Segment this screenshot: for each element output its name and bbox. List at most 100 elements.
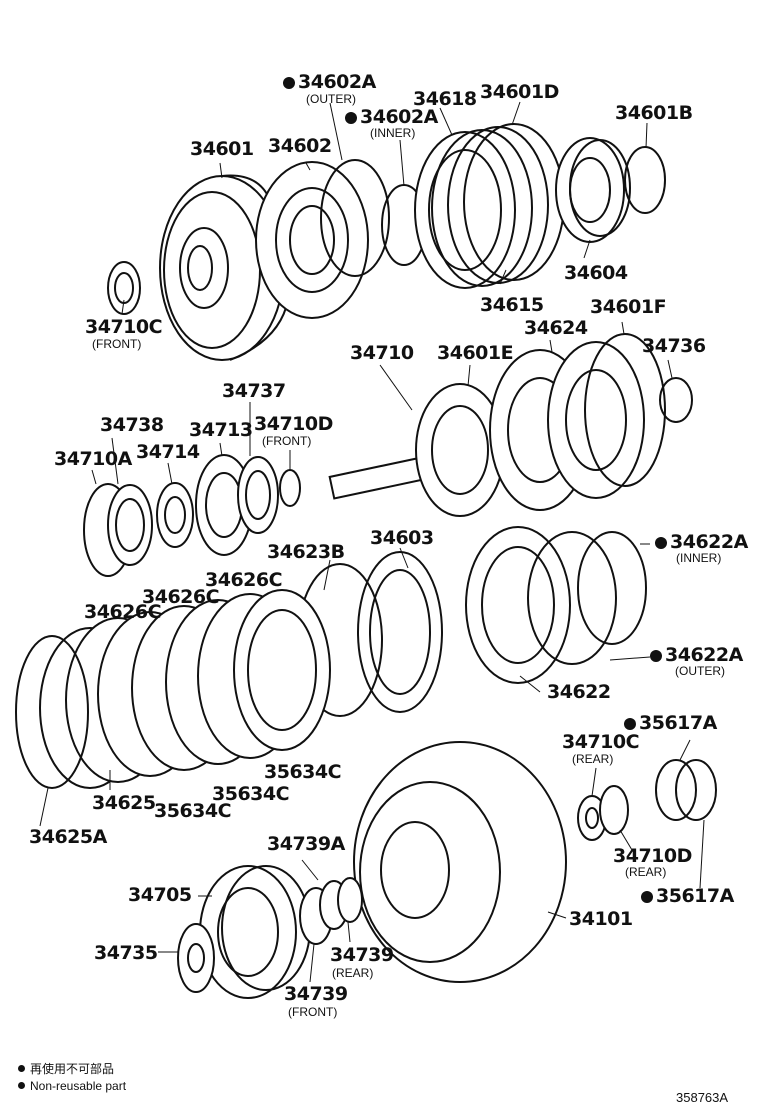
o-ring-34602A-outer bbox=[320, 159, 390, 277]
label-34601B: 34601B bbox=[615, 102, 693, 124]
label-34626C-c: 34626C bbox=[84, 601, 162, 623]
label-34739-rear-sub: (REAR) bbox=[332, 966, 374, 980]
one-way-clutch-34705 bbox=[199, 865, 311, 999]
part-number: 34602A bbox=[360, 106, 438, 128]
label-34601F: 34601F bbox=[590, 296, 667, 318]
bearing-34739-rear bbox=[337, 877, 363, 923]
non-reusable-dot-icon bbox=[345, 112, 357, 124]
snap-ring-34601B bbox=[624, 146, 666, 214]
non-reusable-dot-icon bbox=[650, 650, 662, 662]
label-34602: 34602 bbox=[268, 135, 332, 157]
label-34705: 34705 bbox=[128, 884, 192, 906]
part-number: 34622A bbox=[670, 531, 748, 553]
label-34713: 34713 bbox=[189, 419, 253, 441]
label-34622A-outer-sub: (OUTER) bbox=[675, 664, 725, 678]
shaft-34710 bbox=[328, 341, 645, 517]
label-34710C-front-sub: (FRONT) bbox=[92, 337, 142, 351]
label-34622: 34622 bbox=[547, 681, 611, 703]
label-34737: 34737 bbox=[222, 380, 286, 402]
label-34710D-rear-sub: (REAR) bbox=[625, 865, 667, 879]
non-reusable-dot-icon bbox=[624, 718, 636, 730]
legend-en-text: Non-reusable part bbox=[30, 1079, 127, 1093]
piston-34602 bbox=[255, 161, 369, 319]
part-number: 35617A bbox=[656, 885, 734, 907]
label-34736: 34736 bbox=[642, 335, 706, 357]
label-34618: 34618 bbox=[413, 88, 477, 110]
label-34626C-a: 34626C bbox=[205, 569, 283, 591]
part-number: 35617A bbox=[639, 712, 717, 734]
label-34739-rear: 34739 bbox=[330, 944, 394, 966]
label-34601E: 34601E bbox=[437, 342, 514, 364]
part-number: 34602A bbox=[298, 71, 376, 93]
leader-lines bbox=[39, 101, 705, 983]
label-34623B: 34623B bbox=[267, 541, 345, 563]
thrust-washer-34710D-front bbox=[279, 469, 301, 507]
label-34603: 34603 bbox=[370, 527, 434, 549]
snap-ring-34625A bbox=[15, 635, 89, 789]
label-34625: 34625 bbox=[92, 792, 156, 814]
brake-plate-stack bbox=[39, 589, 331, 789]
label-34602A-outer: 34602A bbox=[283, 73, 376, 92]
gear-34737 bbox=[237, 456, 279, 534]
label-34602A-outer-sub: (OUTER) bbox=[306, 92, 356, 106]
non-reusable-dot-icon bbox=[641, 891, 653, 903]
label-34622A-inner: 34622A bbox=[655, 533, 748, 552]
label-35634C-a: 35634C bbox=[264, 761, 342, 783]
label-34739A: 34739A bbox=[267, 833, 345, 855]
label-35617A-bottom: 35617A bbox=[641, 887, 734, 906]
legend-jp-text: 再使用不可部品 bbox=[30, 1062, 115, 1076]
label-34710A: 34710A bbox=[54, 448, 132, 470]
label-34735: 34735 bbox=[94, 942, 158, 964]
label-34626C-b: 34626C bbox=[142, 586, 220, 608]
label-34625A: 34625A bbox=[29, 826, 107, 848]
race-34738 bbox=[107, 484, 153, 566]
non-reusable-dot-icon bbox=[283, 77, 295, 89]
label-34739-front: 34739 bbox=[284, 983, 348, 1005]
o-ring-34622A-inner bbox=[577, 531, 647, 645]
brake-cylinder-34622 bbox=[465, 526, 571, 684]
bearing-34714 bbox=[156, 482, 194, 548]
snap-ring-34601F bbox=[584, 333, 666, 487]
label-34615: 34615 bbox=[480, 294, 544, 316]
label-34601: 34601 bbox=[190, 138, 254, 160]
part-number: 34622A bbox=[665, 644, 743, 666]
label-35634C-c: 35634C bbox=[154, 800, 232, 822]
o-ring-34622A-outer bbox=[527, 531, 617, 665]
transmission-case-34101 bbox=[353, 741, 567, 983]
label-35634C-b: 35634C bbox=[212, 783, 290, 805]
legend-en: Non-reusable part bbox=[18, 1080, 126, 1092]
label-34622A-outer: 34622A bbox=[650, 646, 743, 665]
label-34710D-rear: 34710D bbox=[613, 845, 692, 867]
seal-ring-35617A bbox=[655, 759, 717, 821]
label-34602A-inner-sub: (INNER) bbox=[370, 126, 416, 140]
thrust-washer-34735 bbox=[177, 923, 215, 993]
label-34604: 34604 bbox=[564, 262, 628, 284]
label-34101: 34101 bbox=[569, 908, 633, 930]
label-34710: 34710 bbox=[350, 342, 414, 364]
label-34710D-front: 34710D bbox=[254, 413, 333, 435]
thrust-washer-34736 bbox=[659, 377, 693, 423]
label-34714: 34714 bbox=[136, 441, 200, 463]
label-34710C-rear-sub: (REAR) bbox=[572, 752, 614, 766]
label-34601D: 34601D bbox=[480, 81, 559, 103]
non-reusable-dot-icon bbox=[655, 537, 667, 549]
non-reusable-dot-icon bbox=[18, 1082, 25, 1089]
diagram-code: 358763A bbox=[676, 1090, 729, 1105]
legend-jp: 再使用不可部品 bbox=[18, 1063, 114, 1075]
spring-retainer-34604 bbox=[555, 137, 631, 243]
brake-piston-34603 bbox=[357, 551, 443, 713]
gear-34713 bbox=[195, 454, 253, 556]
label-34738: 34738 bbox=[100, 414, 164, 436]
label-34710C-front: 34710C bbox=[85, 316, 163, 338]
non-reusable-dot-icon bbox=[18, 1065, 25, 1072]
label-34624: 34624 bbox=[524, 317, 588, 339]
label-34602A-inner: 34602A bbox=[345, 108, 438, 127]
label-34622A-inner-sub: (INNER) bbox=[676, 551, 722, 565]
label-34710D-front-sub: (FRONT) bbox=[262, 434, 312, 448]
label-34739-front-sub: (FRONT) bbox=[288, 1005, 338, 1019]
label-34710C-rear: 34710C bbox=[562, 731, 640, 753]
thrust-washer-34710C-front bbox=[107, 261, 141, 315]
clutch-plates-34618 bbox=[414, 123, 565, 289]
bearing-34710D-rear bbox=[599, 785, 629, 835]
